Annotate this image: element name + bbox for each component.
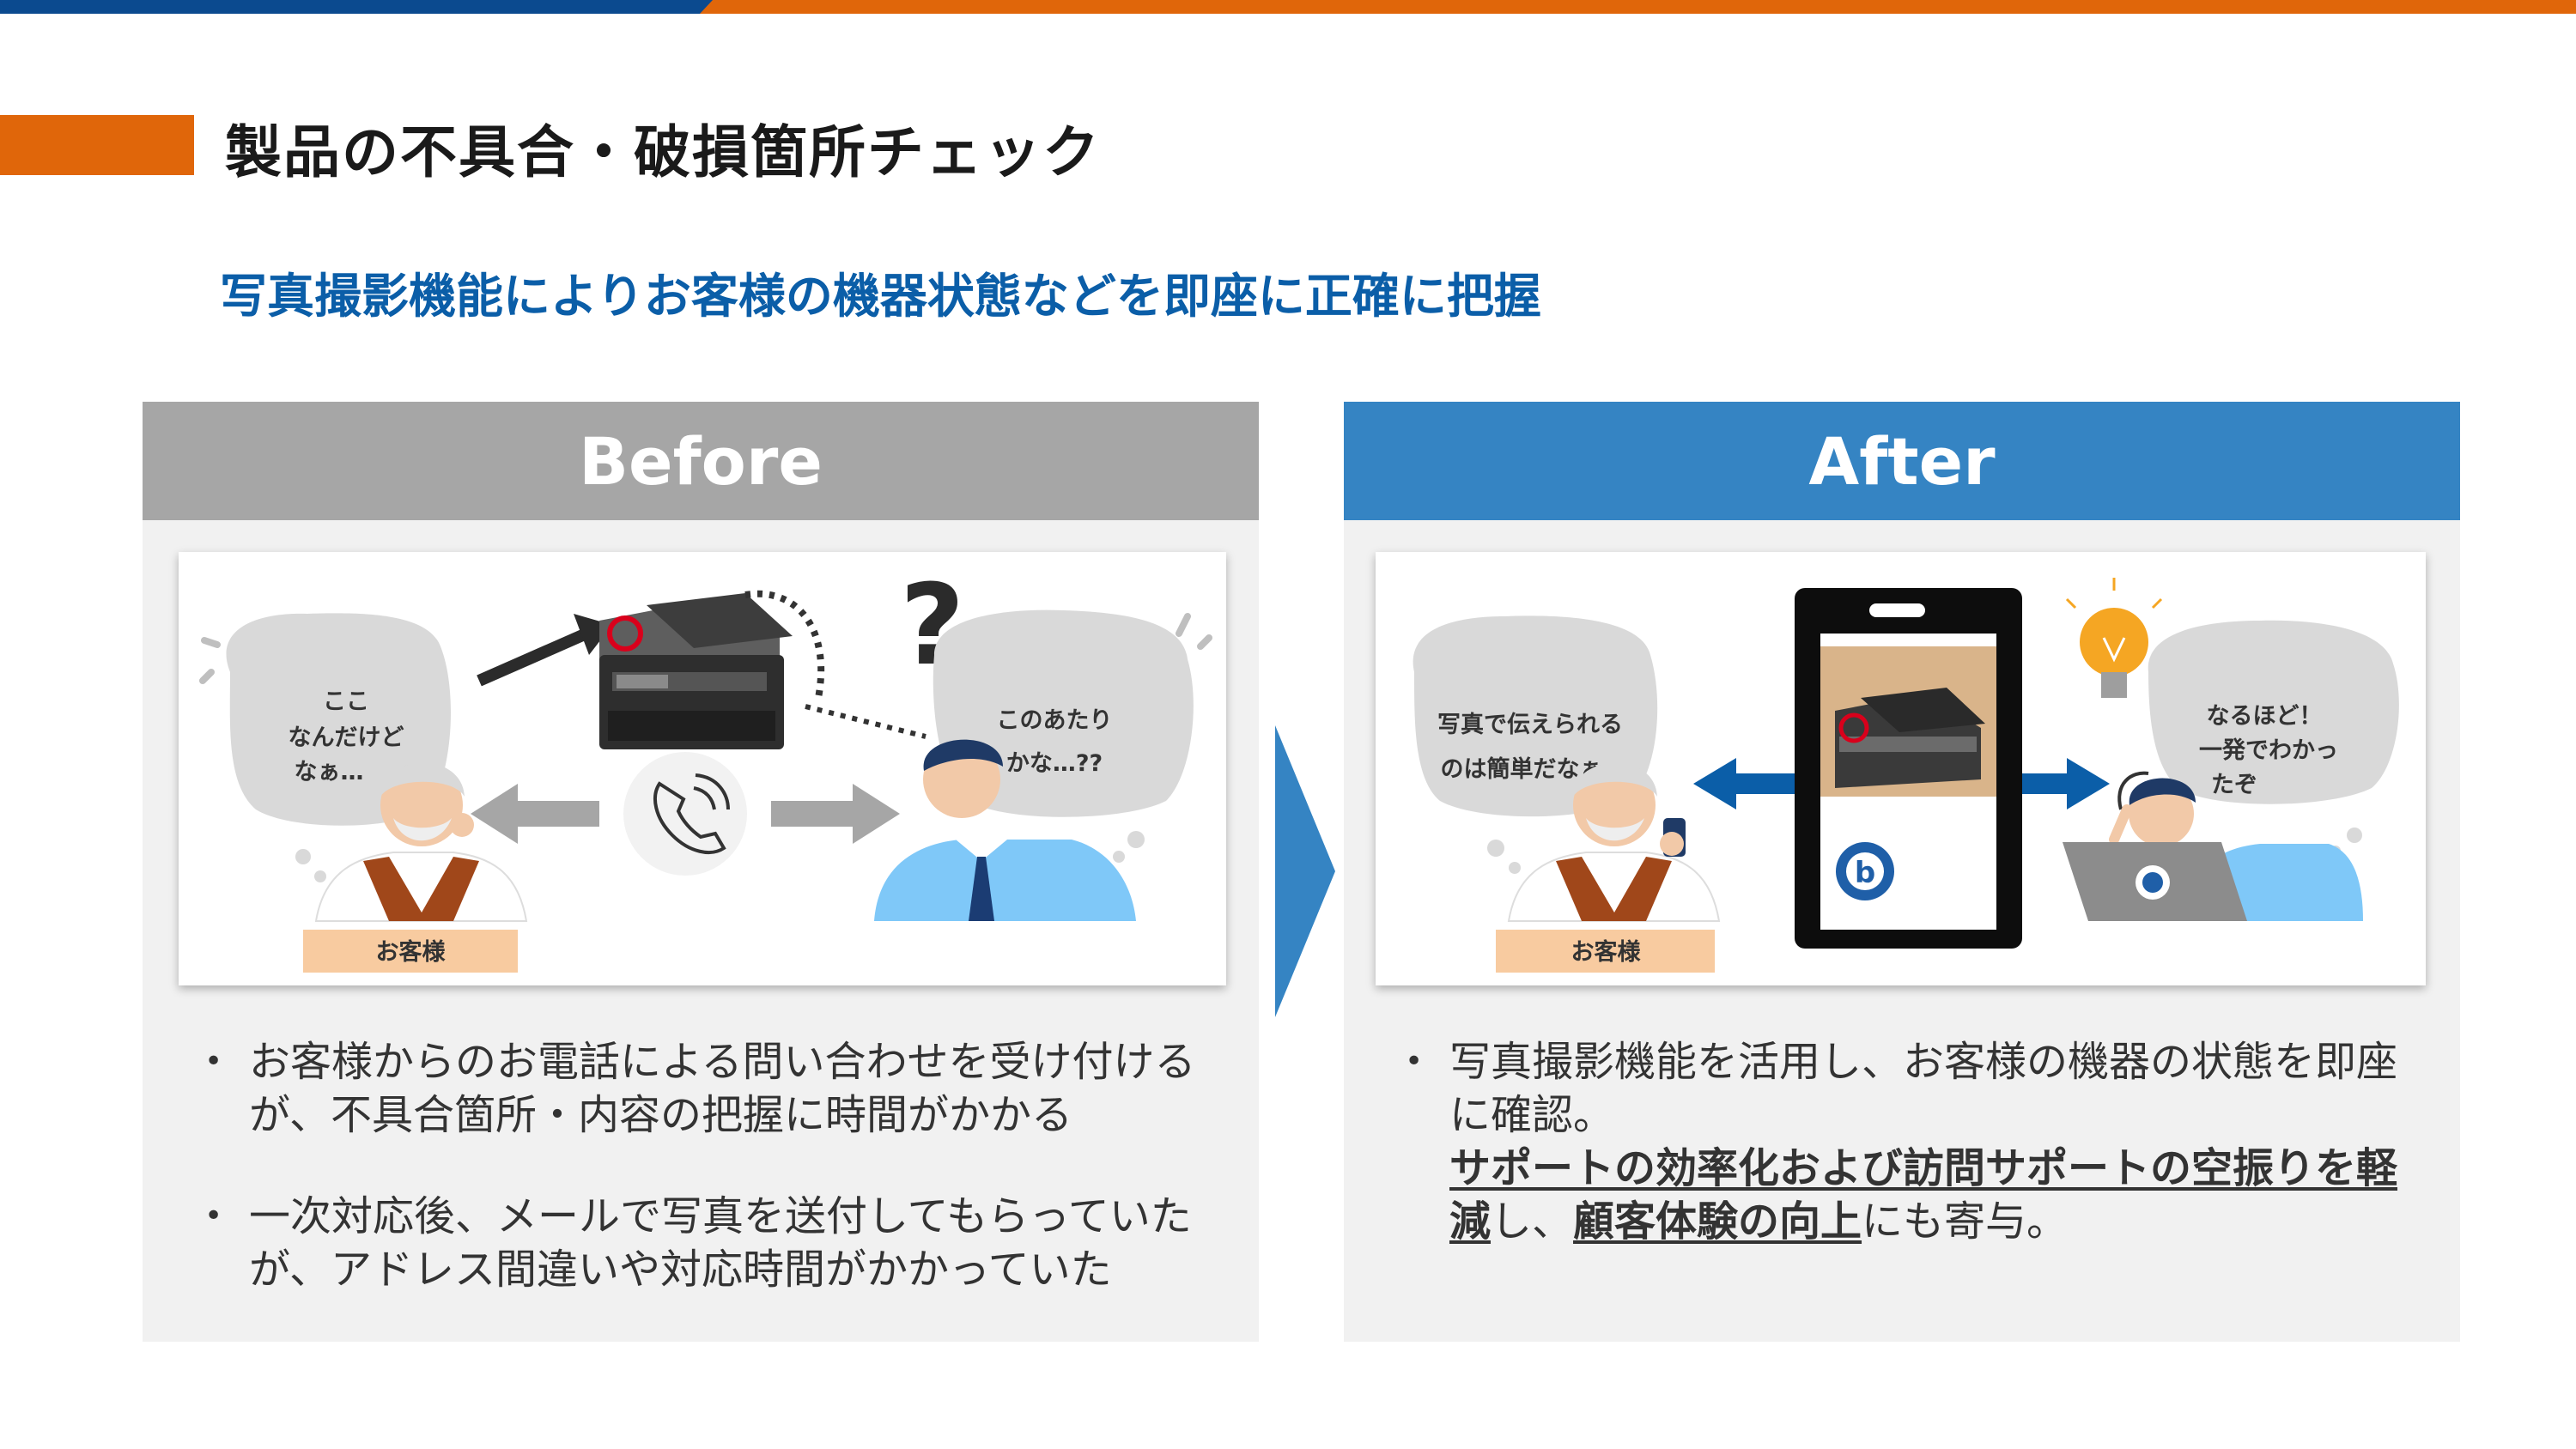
after-bullet-list: 写真撮影機能を活用し、お客様の機器の状態を即座に確認。 サポートの効率化および訪… [1398,1035,2420,1296]
phone-icon [653,773,730,854]
before-illustration: ここ なんだけど なぁ… お客様 [179,552,1226,985]
before-bullet-2: 一次対応後、メールで写真を送付してもらっていたが、アドレス間違いや対応時間がかか… [197,1190,1228,1296]
agent-bubble-line-2: かな…?? [1006,750,1103,777]
customer-bubble-line-1: ここ [323,688,369,715]
after-customer-label: お客様 [1571,938,1642,966]
title-accent-tab [0,115,194,175]
after-customer-bubble-line-1: 写真で伝えられる [1437,712,1623,738]
before-bullet-list: お客様からのお電話による問い合わせを受け付けるが、不具合箇所・内容の把握に時間が… [197,1035,1228,1344]
customer-figure [1507,762,1721,922]
after-customer-bubble-line-2: のは簡単だなぁ [1441,755,1603,783]
transition-arrow [1275,725,1335,1017]
after-bullet-lead: 写真撮影機能を活用し、お客様の機器の状態を即座に確認。 [1449,1038,2398,1139]
laptop-icon [2063,842,2247,921]
customer-bubble-line-3: なぁ… [295,759,364,785]
after-agent-bubble-line-2: 一発でわかっ [2199,737,2338,764]
after-bullet-emphasis-1: サポートの効率化および訪問サポートの空振りを軽減 [1449,1144,2398,1246]
agent-figure [874,739,1136,921]
agent-speech-bubble: このあたり かな…?? [933,609,1212,863]
customer-label: お客様 [376,938,447,966]
after-illustration: 写真で伝えられる のは簡単だなぁ お客様 [1376,552,2426,985]
app-logo: b [1855,856,1875,890]
agent-bubble-line-1: このあたり [997,707,1113,734]
after-bullet-1: 写真撮影機能を活用し、お客様の機器の状態を即座に確認。 サポートの効率化および訪… [1398,1035,2420,1248]
after-heading: After [1344,402,2460,520]
after-agent-bubble-line-1: なるほど！ [2207,703,2323,730]
printer-icon [599,586,793,749]
top-accent-bar-blue [0,0,713,14]
smartphone-icon: b [1795,588,2022,949]
before-bullet-1: お客様からのお電話による問い合わせを受け付けるが、不具合箇所・内容の把握に時間が… [197,1035,1228,1142]
agent-speech-bubble: なるほど！ 一発でわかっ たぞ [2148,620,2399,856]
after-bullet-emphasis-2: 顧客体験の向上 [1573,1197,1862,1246]
customer-figure [314,762,528,922]
page-subtitle: 写真撮影機能によりお客様の機器状態などを即座に正確に把握 [220,269,1541,324]
after-agent-bubble-line-3: たぞ [2211,772,2257,798]
before-heading: Before [143,402,1259,520]
customer-bubble-line-2: なんだけど [289,724,404,751]
page-title: 製品の不具合・破損箇所チェック [225,119,1101,185]
after-bullet-mid: し、 [1491,1197,1574,1246]
lightbulb-icon [2065,578,2163,698]
after-bullet-tail: にも寄与。 [1862,1197,2069,1246]
top-accent-bar-orange [700,0,2576,14]
